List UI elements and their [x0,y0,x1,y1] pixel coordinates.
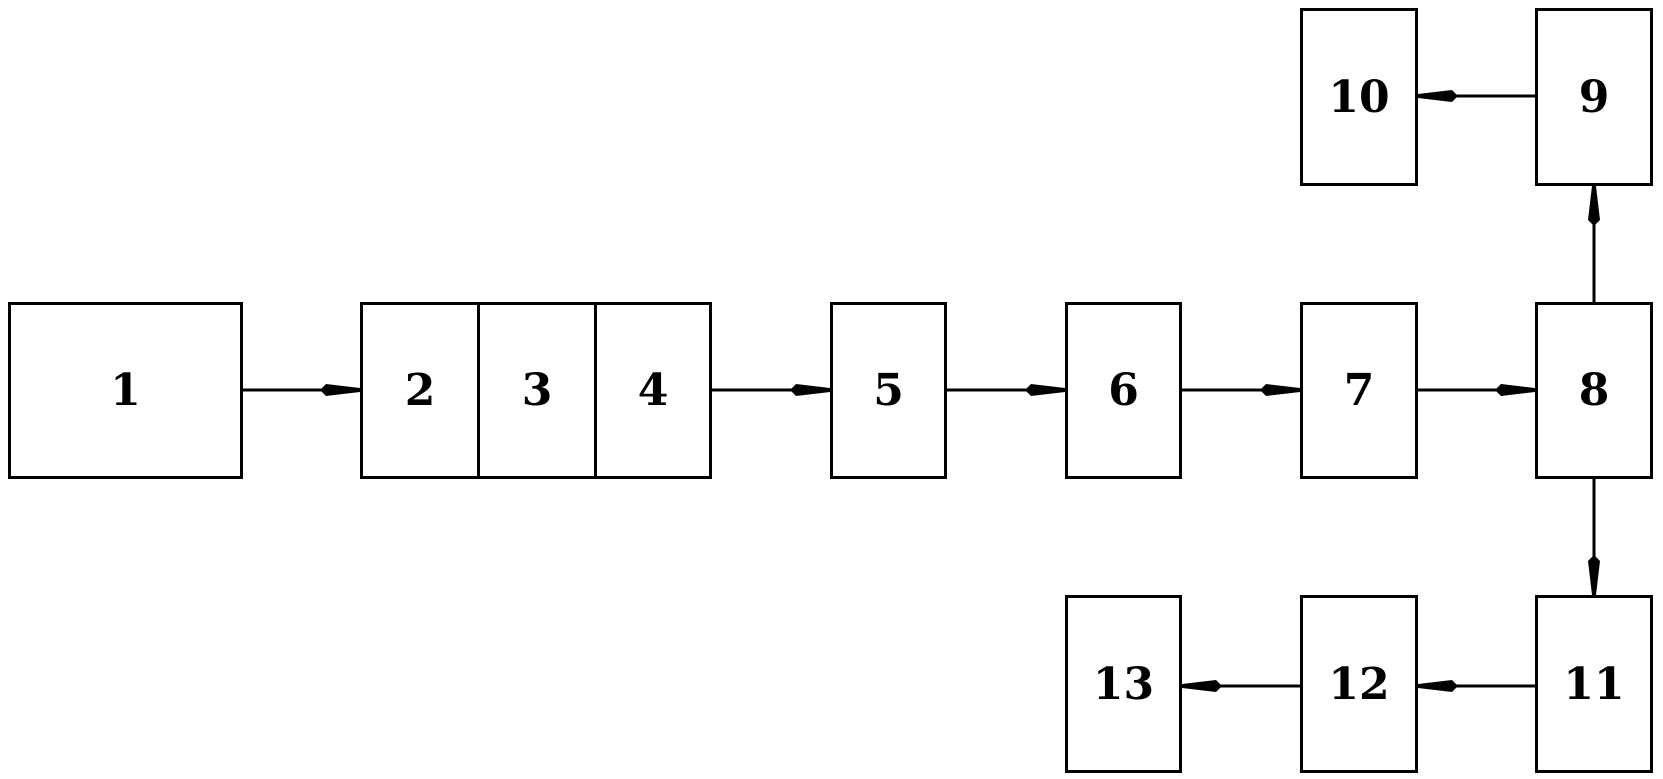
block-7: 7 [1300,302,1418,479]
block-1: 1 [8,302,243,479]
block-5: 5 [830,302,947,479]
block-12: 12 [1300,595,1418,773]
block-3: 3 [477,302,597,479]
block-8: 8 [1535,302,1653,479]
block-4: 4 [594,302,712,479]
block-9: 9 [1535,8,1653,186]
block-10: 10 [1300,8,1418,186]
block-11: 11 [1535,595,1653,773]
block-13: 13 [1065,595,1182,773]
block-6: 6 [1065,302,1182,479]
block-2: 2 [360,302,480,479]
